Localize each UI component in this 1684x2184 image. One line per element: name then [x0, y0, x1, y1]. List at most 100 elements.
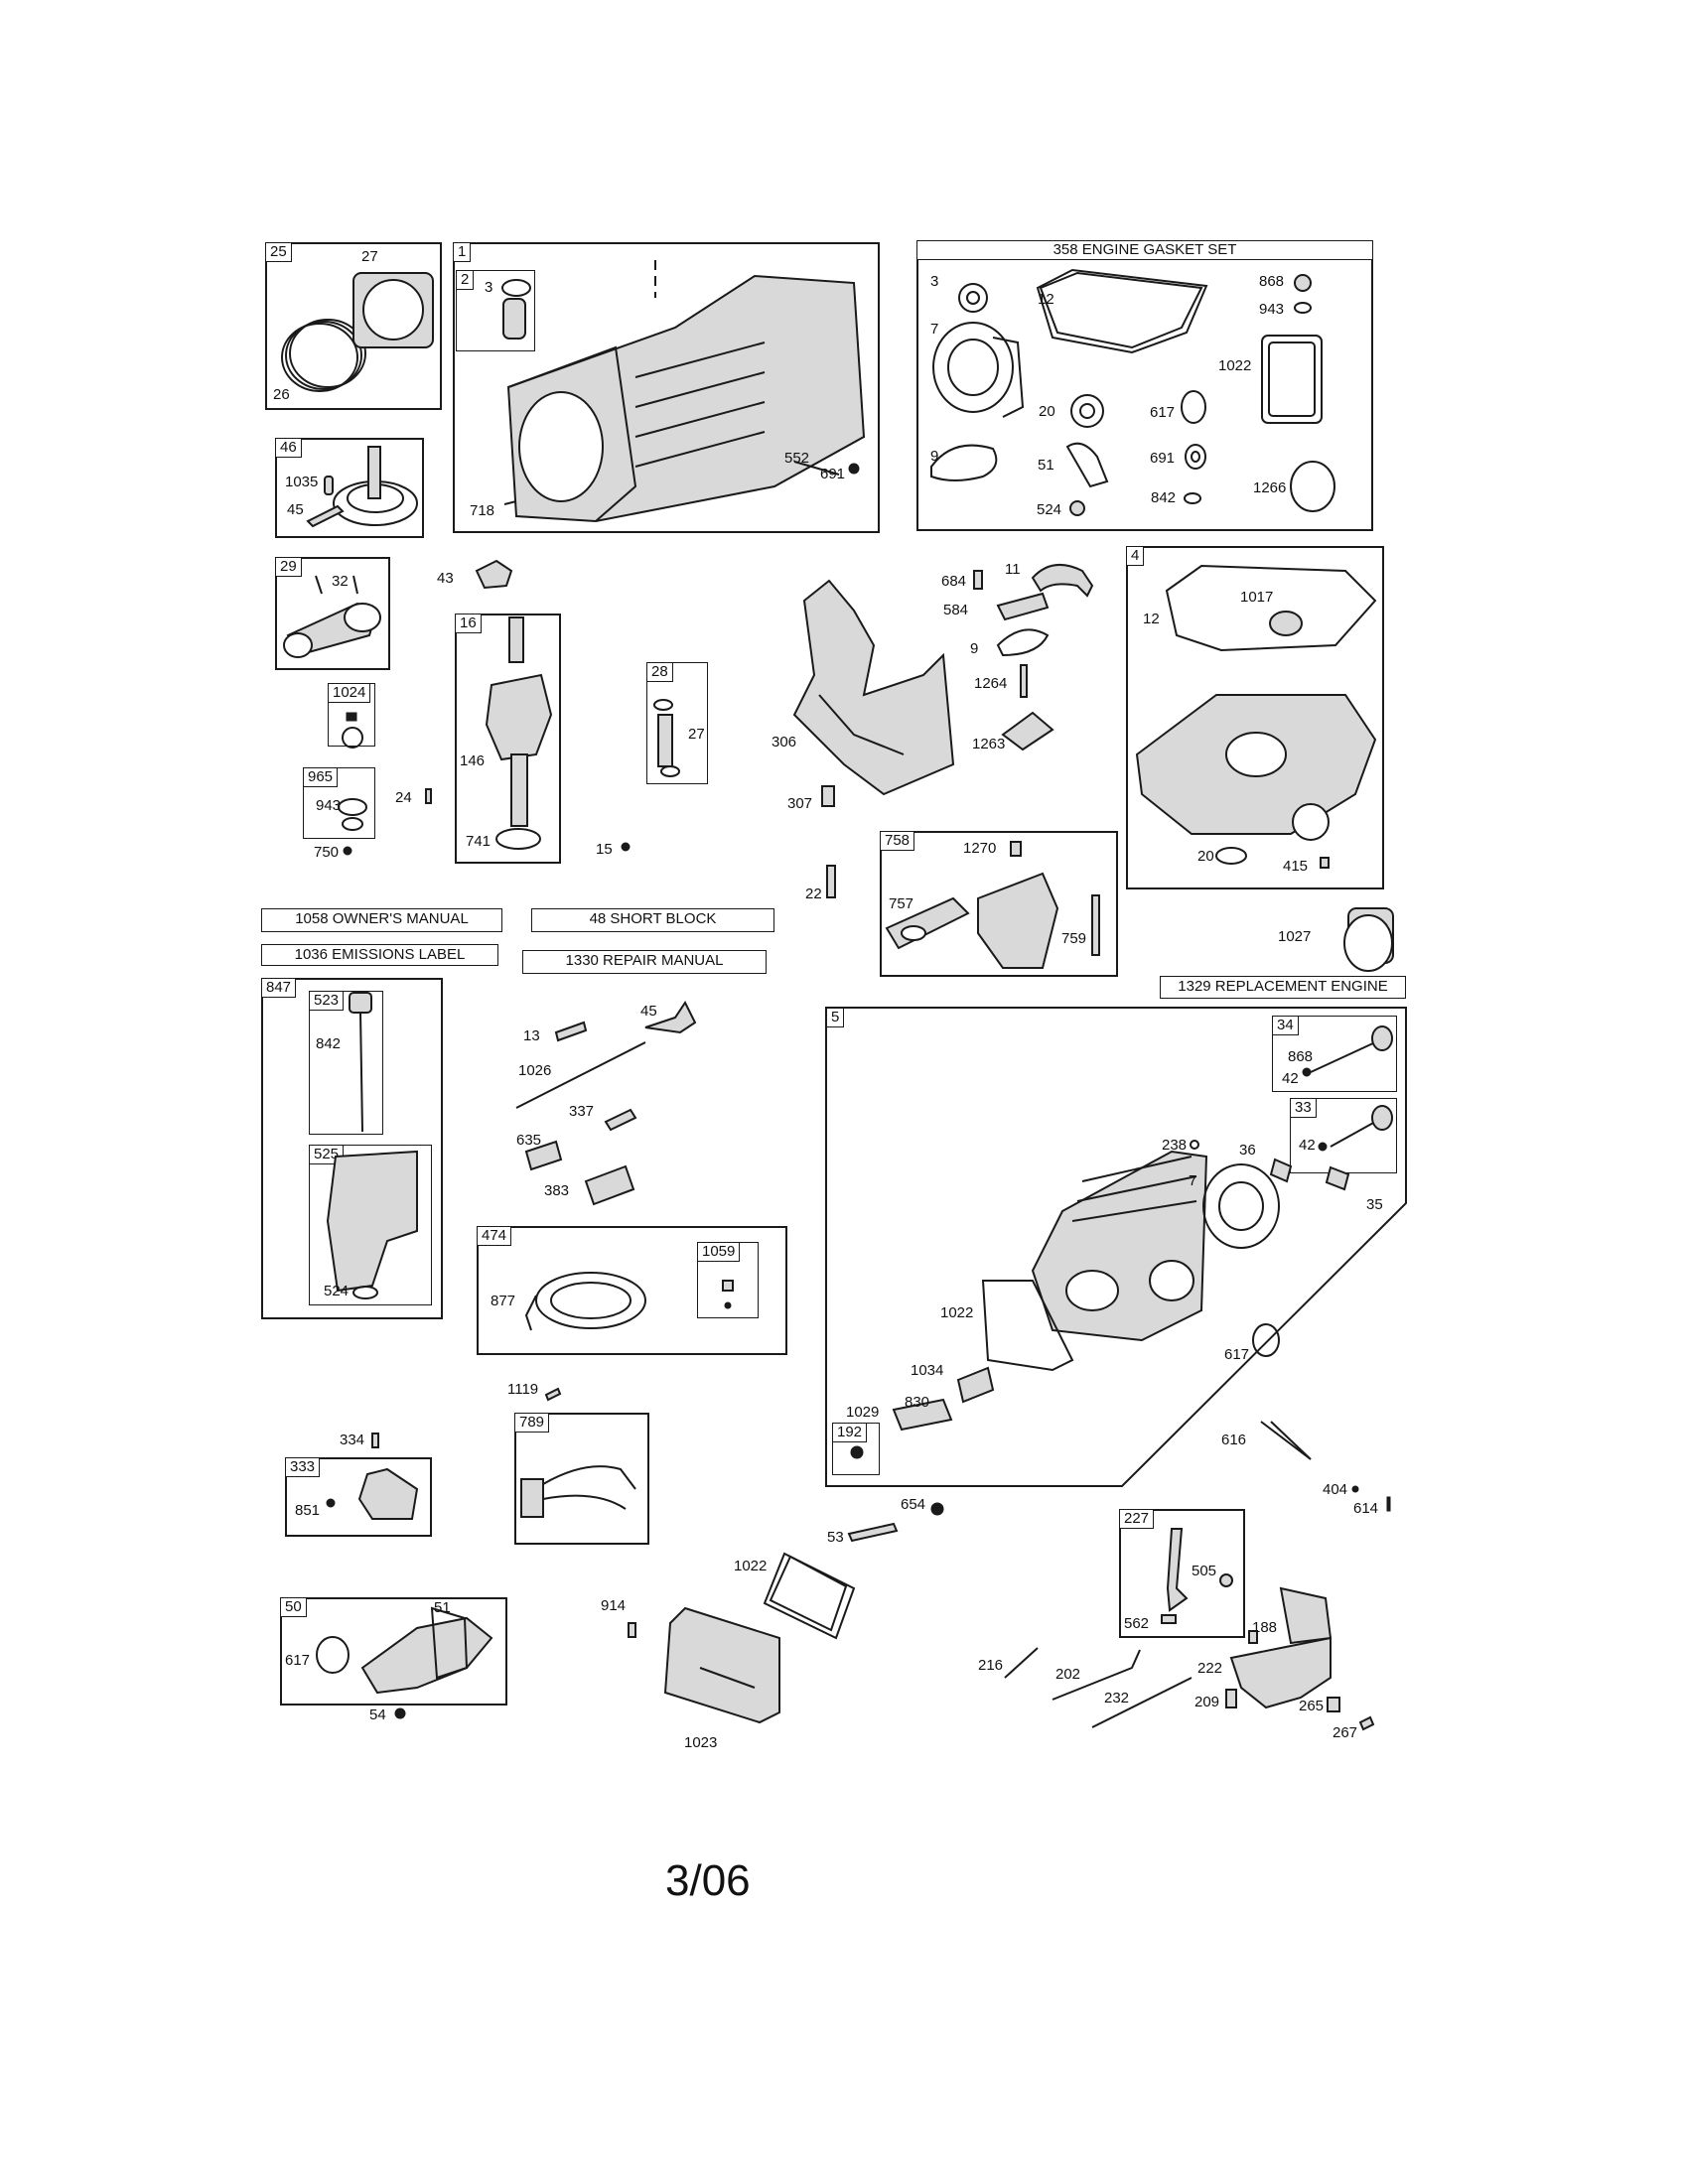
group-227-box	[1119, 1509, 1245, 1638]
part-label: 505	[1192, 1563, 1217, 1579]
part-label: 222	[1197, 1660, 1223, 1677]
group-28-box	[646, 662, 708, 784]
part-label: 1022	[1218, 357, 1252, 374]
item-1024-drawing	[342, 712, 363, 749]
oil-filter-drawing	[1343, 907, 1394, 972]
part-label: 617	[285, 1652, 311, 1669]
replacement-engine-bar: 1329 REPLACEMENT ENGINE	[1160, 976, 1406, 999]
pin-24-drawing	[425, 788, 432, 804]
group-33-tag: 33	[1290, 1098, 1317, 1118]
part-label: 759	[1061, 930, 1087, 947]
item-965-drawing	[338, 798, 367, 856]
group-50-box	[280, 1597, 507, 1706]
part-label: 830	[905, 1394, 930, 1411]
part-label: 1263	[972, 736, 1006, 752]
part-label: 415	[1283, 858, 1309, 875]
part-label: 1264	[974, 675, 1008, 692]
governor-gear-drawing	[306, 446, 418, 528]
part-label: 238	[1162, 1137, 1188, 1154]
part-label: 851	[295, 1502, 321, 1519]
part-label: 13	[523, 1027, 540, 1044]
part-label: 202	[1055, 1666, 1081, 1683]
alternator-drawing	[524, 1272, 734, 1331]
part-label: 20	[1197, 848, 1214, 865]
part-label: 12	[1038, 291, 1054, 308]
part-label: 43	[437, 570, 454, 587]
group-789-tag: 789	[514, 1413, 550, 1433]
part-label: 1026	[518, 1062, 552, 1079]
group-965-box	[303, 767, 375, 839]
part-label: 35	[1366, 1196, 1383, 1213]
group-789-box	[514, 1413, 649, 1545]
group-192-tag: 192	[832, 1423, 868, 1442]
part-label: 684	[941, 573, 967, 590]
cylinder-block-drawing	[501, 260, 866, 523]
group-50-tag: 50	[280, 1597, 307, 1617]
piston-rings-drawing	[281, 272, 434, 392]
group-1-tag: 1	[453, 242, 472, 262]
item-1119-drawing	[544, 1387, 562, 1402]
rocker-cover-drawing	[628, 1502, 944, 1724]
part-label: 1023	[684, 1734, 718, 1751]
part-label: 943	[316, 797, 342, 814]
group-358-tag: 358 ENGINE GASKET SET	[916, 240, 1373, 260]
group-847-box	[261, 978, 443, 1319]
group-333-box	[285, 1457, 432, 1537]
part-label: 265	[1299, 1698, 1325, 1714]
part-label: 691	[1150, 450, 1176, 467]
repair-manual-bar: 1330 REPAIR MANUAL	[522, 950, 767, 974]
part-label: 691	[820, 466, 846, 482]
wiring-harness-drawing	[520, 1465, 636, 1518]
part-label: 584	[943, 602, 969, 618]
group-474-box	[477, 1226, 787, 1355]
part-label: 53	[827, 1529, 844, 1546]
group-758-box	[880, 831, 1118, 977]
group-28-tag: 28	[646, 662, 673, 682]
group-29-tag: 29	[275, 557, 302, 577]
group-46-box	[275, 438, 424, 538]
part-label: 3	[485, 279, 493, 296]
upper-small-parts-drawing	[973, 563, 1094, 751]
intake-manifold-drawing	[316, 1606, 493, 1719]
group-29-box	[275, 557, 390, 670]
part-label: 7	[930, 321, 939, 338]
part-label: 51	[434, 1599, 451, 1616]
group-2-box	[456, 270, 535, 351]
part-label: 750	[314, 844, 340, 861]
part-label: 1035	[285, 474, 319, 490]
item-15-drawing	[621, 842, 631, 852]
part-label: 36	[1239, 1142, 1256, 1159]
group-1059-tag: 1059	[697, 1242, 741, 1262]
part-label: 635	[516, 1132, 542, 1149]
part-label: 562	[1124, 1615, 1150, 1632]
part-label: 524	[1037, 501, 1062, 518]
part-label: 306	[772, 734, 797, 751]
dipstick-drawing	[326, 992, 418, 1299]
part-label: 842	[316, 1035, 342, 1052]
group-4-box	[1126, 546, 1384, 889]
part-label: 24	[395, 789, 412, 806]
part-label: 914	[601, 1597, 627, 1614]
group-16-box	[455, 614, 561, 864]
part-label: 616	[1221, 1432, 1247, 1448]
air-guide-drawing	[792, 579, 955, 807]
part-label: 1017	[1240, 589, 1274, 606]
short-block-bar: 48 SHORT BLOCK	[531, 908, 774, 932]
part-label: 1022	[940, 1304, 974, 1321]
piston-pin-drawing	[653, 699, 680, 777]
part-label: 868	[1288, 1048, 1314, 1065]
owners-manual-bar: 1058 OWNER'S MANUAL	[261, 908, 502, 932]
part-label: 1270	[963, 840, 997, 857]
part-label: 943	[1259, 301, 1285, 318]
part-label: 42	[1299, 1137, 1316, 1154]
part-label: 337	[569, 1103, 595, 1120]
part-label: 54	[369, 1706, 386, 1723]
valves-drawing	[1302, 1025, 1393, 1152]
part-label: 718	[470, 502, 495, 519]
sensor-drawing	[475, 559, 513, 590]
part-label: 3	[930, 273, 939, 290]
part-label: 42	[1282, 1070, 1299, 1087]
part-label: 1027	[1278, 928, 1312, 945]
part-label: 232	[1104, 1690, 1130, 1706]
part-label: 757	[889, 895, 914, 912]
